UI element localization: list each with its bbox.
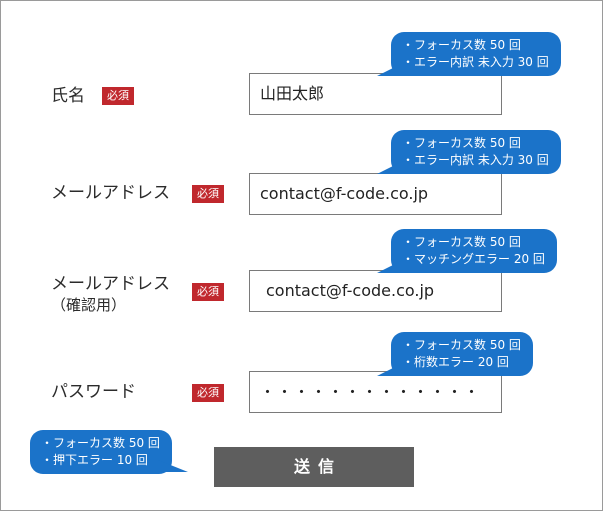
email-input[interactable]: contact@f-code.co.jp — [249, 173, 502, 215]
email-confirm-label-sub: （確認用） — [51, 296, 127, 314]
tooltip-line: フォーカス数 50 回 — [402, 337, 521, 354]
tooltip-line: エラー内訳 未入力 30 回 — [402, 152, 549, 169]
email-confirm-input[interactable]: contact@f-code.co.jp — [249, 270, 502, 312]
tooltip-line: フォーカス数 50 回 — [402, 37, 549, 54]
required-badge: 必須 — [192, 283, 224, 301]
email-confirm-label: メールアドレス （確認用） — [51, 273, 170, 315]
tooltip-line: フォーカス数 50 回 — [402, 234, 545, 251]
required-badge: 必須 — [192, 384, 224, 402]
tooltip-tail — [377, 259, 405, 273]
password-stats-tooltip: フォーカス数 50 回 桁数エラー 20 回 — [377, 332, 533, 376]
tooltip-line: フォーカス数 50 回 — [402, 135, 549, 152]
tooltip-line: 押下エラー 10 回 — [41, 452, 160, 469]
required-badge: 必須 — [102, 87, 134, 105]
submit-stats-tooltip: フォーカス数 50 回 押下エラー 10 回 — [30, 430, 188, 474]
tooltip-line: フォーカス数 50 回 — [41, 435, 160, 452]
email-confirm-label-main: メールアドレス — [51, 274, 170, 294]
submit-button[interactable]: 送信 — [214, 447, 414, 487]
email-label: メールアドレス — [51, 183, 170, 203]
tooltip-line: エラー内訳 未入力 30 回 — [402, 54, 549, 71]
tooltip-tail — [377, 62, 405, 76]
tooltip-line: マッチングエラー 20 回 — [402, 251, 545, 268]
name-input[interactable]: 山田太郎 — [249, 73, 502, 115]
name-stats-tooltip: フォーカス数 50 回 エラー内訳 未入力 30 回 — [377, 32, 561, 76]
name-label: 氏名 — [51, 86, 85, 106]
email-confirm-stats-tooltip: フォーカス数 50 回 マッチングエラー 20 回 — [377, 229, 557, 273]
password-label: パスワード — [51, 382, 136, 402]
required-badge: 必須 — [192, 185, 224, 203]
tooltip-tail — [157, 460, 188, 472]
password-input[interactable]: ・・・・・・・・・・・・・ — [249, 371, 502, 413]
tooltip-line: 桁数エラー 20 回 — [402, 354, 521, 371]
tooltip-tail — [377, 160, 405, 174]
tooltip-tail — [377, 362, 405, 376]
email-stats-tooltip: フォーカス数 50 回 エラー内訳 未入力 30 回 — [377, 130, 561, 174]
